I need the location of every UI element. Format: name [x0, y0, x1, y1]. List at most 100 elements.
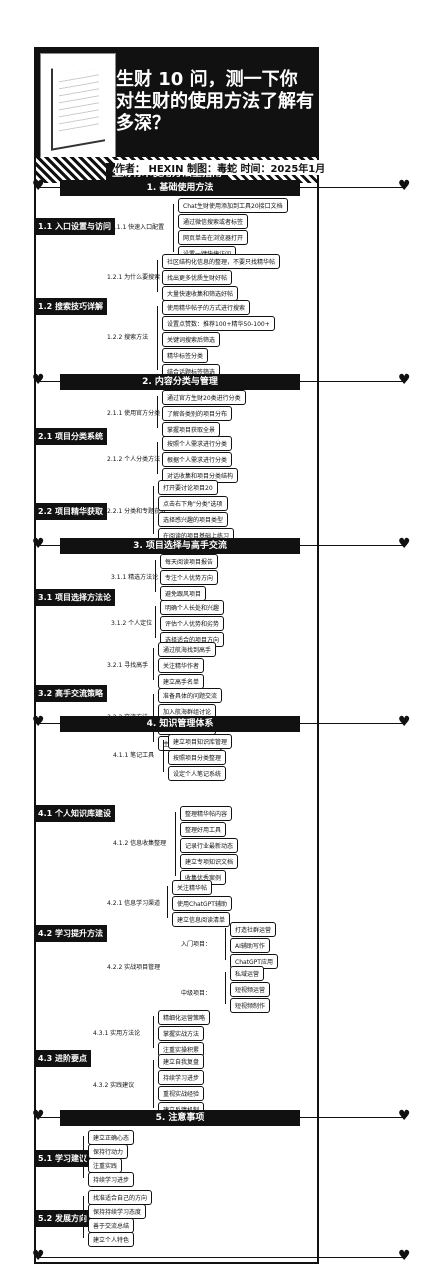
leaf-node: 大量快速收集和筛选好帖 [162, 286, 239, 301]
section-title: 5. 注意事项 [60, 1110, 300, 1126]
leaf-node: 设定个人笔记系统 [168, 766, 227, 781]
leaf-node: 善于交流总结 [88, 1218, 135, 1233]
topic-node: 3.2 高手交流策略 [34, 685, 107, 702]
topic-node: 2.2 项目精华获取 [34, 503, 107, 520]
heart-icon: ♥ [32, 714, 45, 730]
leaf-node: 找准适合自己的方向 [88, 1190, 153, 1205]
leaf-node: 按照项目分类整理 [168, 750, 227, 765]
leaf-node: 设置点赞数：推荐100+精华50-100+ [162, 316, 275, 331]
leaf-node: 网页单击在浏览器打开 [178, 230, 249, 245]
leaf-node: 点击右下角"分类"选项 [158, 496, 228, 511]
heart-icon: ♥ [398, 1248, 411, 1264]
section-title: 3. 项目选择与高手交流 [60, 538, 300, 554]
leaf-node: 重视实战经验 [158, 1086, 205, 1101]
section-header: 1. 基础使用方法 ♥ ♥ [0, 178, 444, 196]
section-header: 5. 注意事项 ♥ ♥ [0, 1108, 444, 1126]
section-title: 2. 内容分类与管理 [60, 374, 300, 390]
connector [155, 606, 156, 638]
leaf-node: 使用ChatGPT辅助 [172, 896, 232, 911]
leaf-node: 精细化运营策略 [158, 1010, 211, 1025]
leaf-node: 准备具体的问题交流 [158, 688, 223, 703]
section-header: 4. 知识管理体系 ♥ ♥ [0, 714, 444, 732]
subtopic-node: 入门项目： [181, 941, 212, 948]
leaf-node: 整理精华帖内容 [180, 806, 233, 821]
connector [157, 442, 158, 474]
leaf-node: 建立自我复盘 [158, 1054, 205, 1069]
connector [153, 486, 154, 534]
heart-icon: ♥ [32, 372, 45, 388]
connector [173, 204, 174, 252]
subtopic-node: 4.1.1 笔记工具 [113, 752, 155, 759]
connector [225, 972, 226, 1004]
heart-icon: ♥ [398, 1108, 411, 1124]
connector [157, 260, 158, 292]
leaf-node: 记录行业最新动态 [180, 838, 239, 853]
author-meta: 作者： HEXIN 制图：毒蛇 时间：2025年1月 [115, 160, 326, 175]
leaf-node: 关键词搜索后筛选 [162, 332, 221, 347]
connector [83, 1196, 84, 1238]
heart-icon: ♥ [398, 714, 411, 730]
leaf-node: 整理好用工具 [180, 822, 227, 837]
heart-icon: ♥ [32, 536, 45, 552]
subtopic-node: 4.2.2 实战项目管理 [107, 964, 161, 971]
subtopic-node: 4.3.1 实用方法论 [93, 1030, 141, 1037]
topic-node: 5.1 学习建议 [34, 1150, 91, 1167]
leaf-node: 保持持续学习态度 [88, 1204, 147, 1219]
topic-node: 3.1 项目选择方法论 [34, 589, 115, 606]
subtopic-node: 3.1.1 精选方法论 [111, 574, 159, 581]
connector [153, 648, 154, 680]
heart-icon: ♥ [398, 536, 411, 552]
leaf-node: 专注个人优势方向 [160, 570, 219, 585]
subtopic-node: 中级项目： [181, 990, 212, 997]
heart-icon: ♥ [32, 1248, 45, 1264]
subtopic-node: 3.2.1 寻找高手 [107, 662, 149, 669]
connector [155, 560, 156, 592]
leaf-node: 注重实践 [88, 1158, 123, 1173]
leaf-node: 建立项目知识库管理 [168, 734, 233, 749]
topic-node: 1.1 入口设置与访问 [34, 218, 115, 235]
leaf-node: 明确个人长处和兴趣 [160, 600, 225, 615]
leaf-node: 每天阅读项目报告 [160, 554, 219, 569]
connector [153, 1016, 154, 1048]
leaf-node: 了解各类别的项目分布 [162, 406, 233, 421]
leaf-node: 打造社群运营 [230, 922, 277, 937]
leaf-node: 掌握实战方法 [158, 1026, 205, 1041]
subtopic-node: 4.1.2 信息收集整理 [113, 840, 167, 847]
section-header: 2. 内容分类与管理♥♥ [0, 372, 444, 390]
leaf-node: 按照个人需求进行分类 [162, 436, 233, 451]
connector [175, 812, 176, 876]
leaf-node: 关注精华作者 [158, 658, 205, 673]
subtopic-node: 1.1.1 快速入口配置 [111, 224, 165, 231]
connector [153, 1060, 154, 1108]
page-title: 生财 10 问，测一下你对生财的使用方法了解有多深？ [116, 69, 314, 134]
topic-node: 4.2 学习提升方法 [34, 925, 107, 942]
leaf-node: 持续学习进步 [88, 1172, 135, 1187]
leaf-node: 选择感兴趣的项目类型 [158, 512, 229, 527]
leaf-node: 使用精华帖子的方式进行搜索 [162, 300, 251, 315]
heart-icon: ♥ [398, 178, 411, 194]
section-header: 3. 项目选择与高手交流 ♥ ♥ [0, 536, 444, 554]
topic-node: 2.1 项目分类系统 [34, 428, 107, 445]
leaf-node: 持续学习进步 [158, 1070, 205, 1085]
connector [163, 740, 164, 772]
leaf-node: 关注精华帖 [172, 880, 213, 895]
heart-icon: ♥ [32, 178, 45, 194]
leaf-node: Chat生财使用添加到工具20接口文档 [178, 198, 288, 213]
leaf-node: 建立个人特色 [88, 1232, 135, 1247]
leaf-node: 建立高手名单 [158, 674, 205, 689]
leaf-node: 建立正确心态 [88, 1130, 135, 1145]
subtopic-node: 2.1.2 个人分类方法 [107, 456, 161, 463]
leaf-node: 短视频运营 [230, 982, 271, 997]
leaf-node: 建立专项知识文档 [180, 854, 239, 869]
subtopic-node: 1.2.2 搜索方法 [107, 334, 149, 341]
leaf-node: 社区结构化信息的整理，不要只找精华帖 [162, 254, 281, 269]
connector [157, 396, 158, 428]
leaf-node: 评估个人优势和劣势 [160, 616, 225, 631]
leaf-node: 根据个人需求进行分类 [162, 452, 233, 467]
leaf-node: 建立信息阅读清单 [172, 912, 231, 927]
heart-icon: ♥ [32, 1108, 45, 1124]
section-title: 4. 知识管理体系 [60, 716, 300, 732]
section-title: 1. 基础使用方法 [60, 180, 300, 196]
subtopic-node: 2.2.1 分类和专题获取 [107, 508, 167, 515]
leaf-node: 找出更多优质生财好帖 [162, 270, 233, 285]
